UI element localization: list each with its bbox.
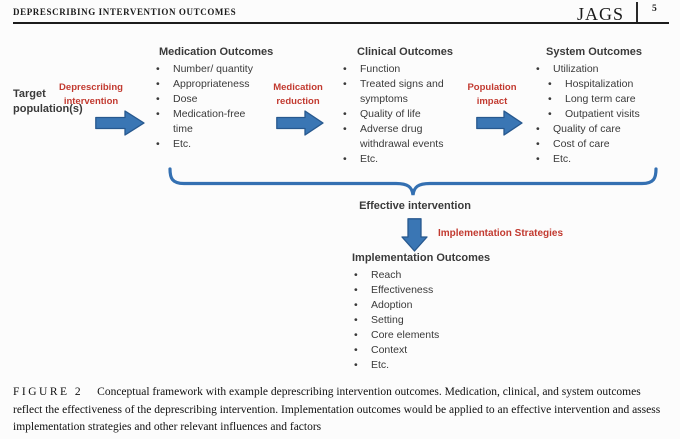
bullet-icon	[354, 298, 371, 313]
bullet-icon	[548, 107, 565, 122]
right-arrow-icon	[476, 110, 523, 136]
list-item: Appropriateness	[156, 77, 268, 92]
list-item: Adoption	[354, 298, 513, 313]
page-number: 5	[652, 4, 657, 14]
list-item: Hospitalization	[548, 77, 648, 92]
list-item: Dose	[156, 92, 268, 107]
figure-label: FIGURE 2	[13, 386, 84, 398]
bullet-icon	[354, 283, 371, 298]
header-divider	[636, 2, 638, 23]
curly-brace-icon	[168, 167, 658, 196]
list-item: Medication-free time	[156, 107, 268, 137]
list-item: Long term care	[548, 92, 648, 107]
bullet-icon	[354, 343, 371, 358]
bullet-icon	[343, 152, 360, 167]
bullet-icon	[354, 268, 371, 283]
implementation-strategies-label: Implementation Strategies	[438, 228, 564, 239]
list-item: Number/ quantity	[156, 62, 268, 77]
population-impact-label: Population impact	[467, 82, 517, 107]
list-item: Cost of care	[536, 137, 648, 152]
bullet-icon	[548, 77, 565, 92]
bullet-icon	[354, 313, 371, 328]
deprescribing-intervention-label: Deprescribing intervention	[59, 82, 123, 107]
list-item: Core elements	[354, 328, 513, 343]
column-title: Implementation Outcomes	[352, 252, 491, 264]
bullet-icon	[156, 77, 173, 92]
running-head: DEPRESCRIBING INTERVENTION OUTCOMES	[13, 7, 237, 17]
list-item: Reach	[354, 268, 513, 283]
header-rule	[13, 22, 669, 24]
column-title: Clinical Outcomes	[357, 46, 453, 58]
list-item: Utilization	[536, 62, 648, 77]
journal-name: JAGS	[577, 4, 625, 24]
bullet-icon	[548, 92, 565, 107]
bullet-icon	[156, 62, 173, 77]
right-arrow-icon	[276, 110, 324, 136]
clinical-outcomes-column: Clinical Outcomes Function Treated signs…	[343, 45, 465, 167]
right-arrow-icon	[95, 110, 145, 136]
bullet-icon	[536, 137, 553, 152]
medication-reduction-label: Medication reduction	[273, 82, 323, 107]
list-item: Etc.	[343, 152, 465, 167]
bullet-icon	[343, 77, 360, 107]
system-outcomes-column: System Outcomes Utilization Hospitalizat…	[536, 45, 648, 167]
target-population-label: Target population(s)	[13, 88, 83, 115]
list-item: Etc.	[354, 358, 513, 373]
list-item: Effectiveness	[354, 283, 513, 298]
list-item: Adverse drug withdrawal events	[343, 122, 465, 152]
bullet-icon	[536, 62, 553, 77]
column-title: System Outcomes	[546, 46, 642, 58]
list-item: Context	[354, 343, 513, 358]
bullet-icon	[156, 107, 173, 137]
list-item: Function	[343, 62, 465, 77]
column-title: Medication Outcomes	[159, 46, 274, 58]
figure-caption-text: Conceptual framework with example depres…	[13, 386, 661, 433]
list-item: Quality of life	[343, 107, 465, 122]
list-item: Setting	[354, 313, 513, 328]
bullet-icon	[343, 62, 360, 77]
medication-outcomes-column: Medication Outcomes Number/ quantity App…	[156, 45, 274, 152]
list-item: Outpatient visits	[548, 107, 648, 122]
list-item: Treated signs and symptoms	[343, 77, 465, 107]
bullet-icon	[156, 92, 173, 107]
bullet-icon	[156, 137, 173, 152]
bullet-icon	[343, 107, 360, 122]
bullet-icon	[536, 122, 553, 137]
list-item: Etc.	[536, 152, 648, 167]
bullet-icon	[536, 152, 553, 167]
down-arrow-icon	[401, 218, 428, 252]
list-item: Quality of care	[536, 122, 648, 137]
bullet-icon	[354, 358, 371, 373]
bullet-icon	[343, 122, 360, 152]
bullet-icon	[354, 328, 371, 343]
effective-intervention-label: Effective intervention	[359, 200, 471, 212]
implementation-outcomes-column: Implementation Outcomes Reach Effectiven…	[343, 251, 513, 373]
list-item: Etc.	[156, 137, 268, 152]
